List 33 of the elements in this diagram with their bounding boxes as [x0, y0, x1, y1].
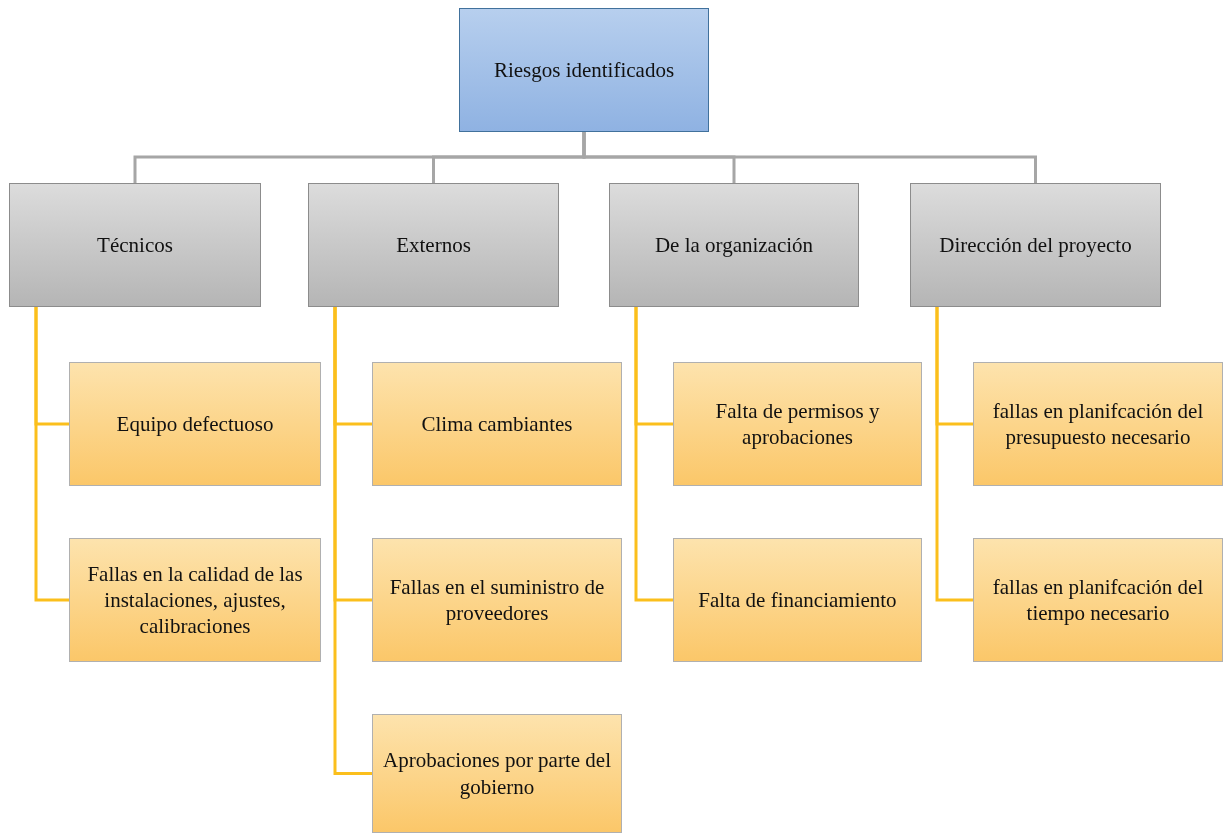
category-box: [9, 183, 261, 307]
box-label: Técnicos: [97, 231, 173, 259]
connector-line: [34, 307, 69, 602]
box-label: Externos: [396, 231, 471, 259]
category-box: [609, 183, 859, 307]
risk-box: [372, 538, 622, 662]
box-label: Fallas en la calidad de las instalaciones, ajustes, calibraciones: [86, 560, 304, 640]
box-label: Aprobaciones por parte del gobierno: [382, 747, 612, 800]
category-box: [308, 183, 559, 307]
risk-box: [69, 538, 321, 662]
risk-box: [372, 362, 622, 486]
connector-line: [582, 132, 1037, 183]
box-label: fallas en planifcación del presupuesto necesario: [991, 397, 1205, 451]
box-label: Clima cambiantes: [421, 410, 573, 438]
connector-line: [634, 307, 673, 602]
connector-line: [935, 307, 973, 602]
box-label: Fallas en el suministro de proveedores: [388, 573, 606, 627]
box-label: Equipo defectuoso: [116, 410, 274, 438]
root-box: [459, 8, 709, 132]
risk-box: [673, 538, 922, 662]
risk-box: [973, 362, 1223, 486]
box-label: De la organización: [654, 231, 814, 259]
risk-box: [372, 714, 622, 833]
category-box: [910, 183, 1161, 307]
risk-box: [69, 362, 321, 486]
risk-box: [673, 362, 922, 486]
box-label: Falta de permisos y aprobaciones: [714, 397, 881, 451]
risk-box: [973, 538, 1223, 662]
box-label: fallas en planifcación del tiempo necesario: [991, 573, 1205, 627]
connector-line: [333, 307, 372, 775]
box-label: Falta de financiamiento: [698, 586, 897, 614]
box-label: Dirección del proyecto: [939, 231, 1132, 259]
box-label: Riesgos identificados: [493, 56, 675, 84]
